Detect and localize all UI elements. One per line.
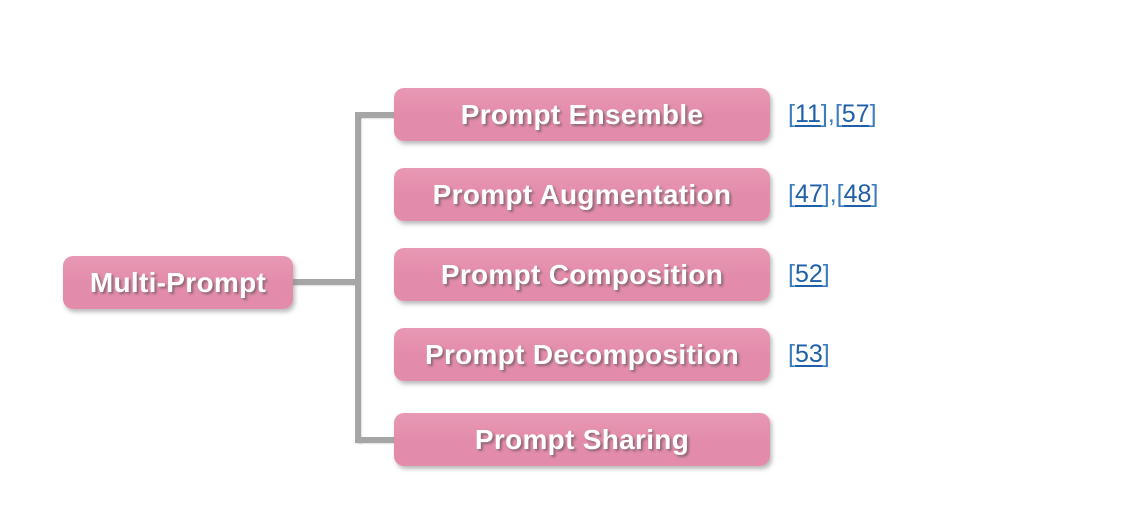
node-label: Prompt Sharing [474, 423, 690, 455]
citation-bracket: ] [822, 260, 830, 288]
citation-number[interactable]: 11 [794, 100, 821, 128]
citation-link[interactable]: [57] [835, 100, 877, 129]
citation-link[interactable]: [11] [788, 100, 828, 129]
citation-separator: , [827, 100, 835, 128]
citation-bracket: [ [788, 100, 795, 128]
node-label: Prompt Composition [440, 258, 724, 290]
citation-number[interactable]: 53 [794, 340, 823, 368]
citation-link[interactable]: [47] [788, 180, 830, 209]
connector-root-horizontal [290, 279, 358, 285]
citation-separator: , [829, 180, 837, 208]
citation-link[interactable]: [53] [788, 340, 830, 369]
citation-link[interactable]: [48] [837, 180, 879, 209]
citation-bracket: ] [820, 100, 828, 128]
citation-number[interactable]: 48 [843, 180, 872, 208]
citation-bracket: ] [822, 180, 830, 208]
citation-bracket: [ [788, 180, 795, 208]
node-multi-prompt: Multi-Prompt [63, 256, 293, 309]
citation-bracket: [ [836, 180, 844, 208]
node-label: Prompt Decomposition [424, 338, 739, 370]
citation-bracket: ] [869, 100, 877, 128]
connector-trunk-vertical [355, 112, 361, 443]
citation-bracket: ] [822, 340, 830, 368]
node-prompt-ensemble: Prompt Ensemble [394, 88, 770, 141]
citation-number[interactable]: 47 [794, 180, 823, 208]
node-prompt-composition: Prompt Composition [394, 248, 770, 301]
node-prompt-augmentation: Prompt Augmentation [394, 168, 770, 221]
connector-stub-bottom [358, 437, 396, 443]
citation-bracket: ] [871, 180, 879, 208]
citations-prompt-decomposition: [53] [788, 328, 830, 381]
citation-bracket: [ [834, 100, 842, 128]
node-label: Prompt Ensemble [460, 98, 704, 130]
node-prompt-decomposition: Prompt Decomposition [394, 328, 770, 381]
node-label: Multi-Prompt [89, 266, 267, 298]
citation-link[interactable]: [52] [788, 260, 830, 289]
citation-number[interactable]: 52 [794, 260, 823, 288]
citations-prompt-augmentation: [47], [48] [788, 168, 878, 221]
citation-bracket: [ [788, 340, 795, 368]
citations-prompt-composition: [52] [788, 248, 830, 301]
citation-number[interactable]: 57 [841, 100, 870, 128]
citations-prompt-ensemble: [11], [57] [788, 88, 877, 141]
connector-stub-top [358, 112, 396, 118]
node-prompt-sharing: Prompt Sharing [394, 413, 770, 466]
node-label: Prompt Augmentation [432, 178, 732, 210]
citation-bracket: [ [788, 260, 795, 288]
